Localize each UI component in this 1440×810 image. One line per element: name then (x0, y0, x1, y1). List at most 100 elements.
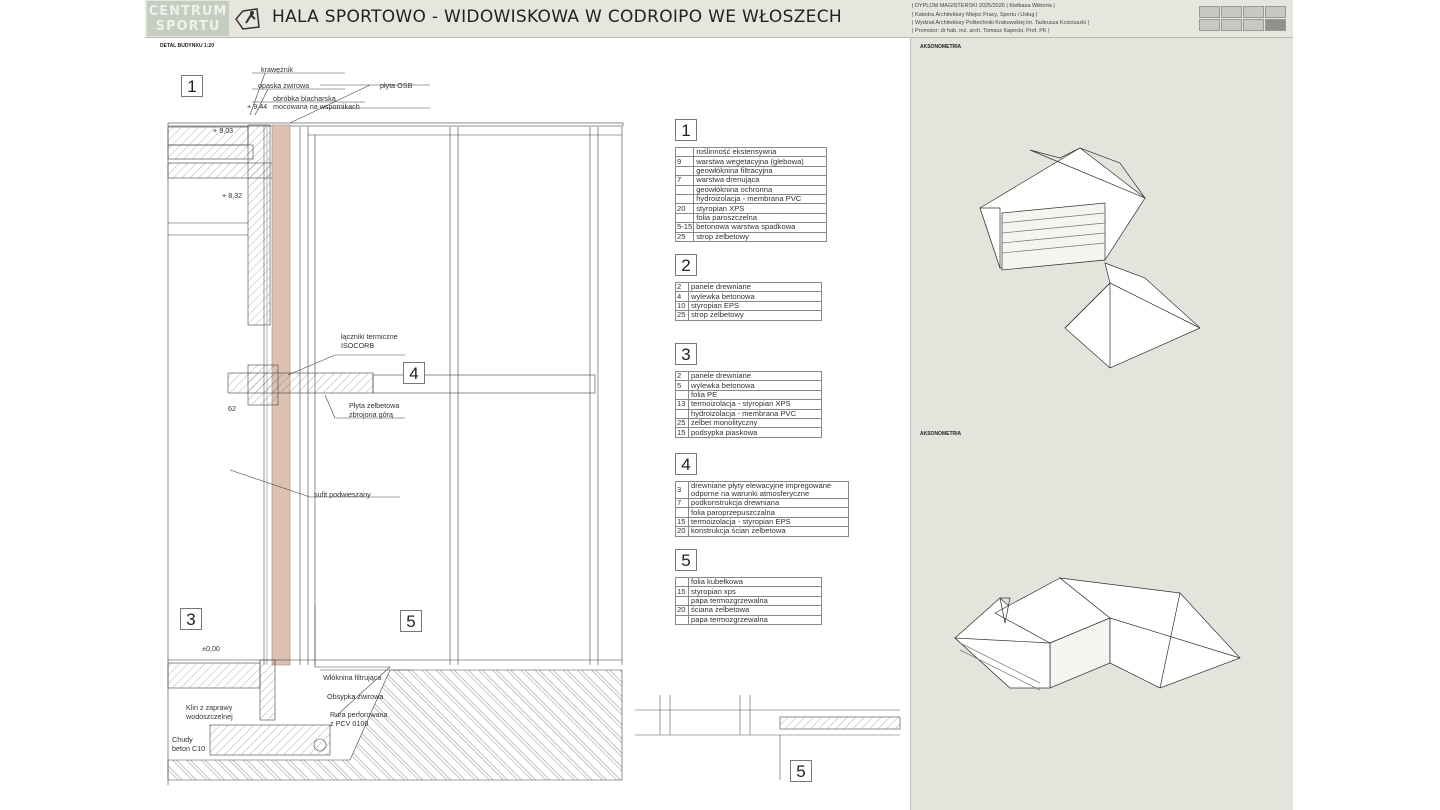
layer-material: hydroizolacja - membrana PVC (693, 193, 828, 205)
axonometry-top (979, 147, 1201, 369)
layer-thickness (675, 389, 689, 401)
table-row: papa termozgrzewalna (675, 595, 822, 607)
layer-material: wylewka betonowa (688, 380, 822, 391)
layer-material: panele drewniane (688, 370, 822, 382)
page-square[interactable] (1199, 19, 1220, 31)
layer-thickness: 25 (675, 417, 689, 429)
table-row: papa termozgrzewalna (675, 614, 822, 625)
page-square[interactable] (1243, 6, 1264, 18)
layer-material: styropian XPS (693, 203, 828, 214)
detail-marker: 4 (403, 362, 425, 384)
page-index (1199, 6, 1286, 31)
detail-marker: 5 (400, 610, 422, 632)
page-square[interactable] (1265, 6, 1286, 18)
layer-material: warstwa drenująca (693, 175, 828, 186)
drawing-label: Włóknina filtrująca (323, 673, 382, 682)
layer-thickness (675, 614, 689, 625)
logo-line-1: CENTRUM (148, 4, 228, 19)
layer-material: folia paroszczelna (693, 212, 828, 224)
sport-emblem-icon (235, 8, 260, 30)
section-title: DETAL BUDYNKU 1:20 (160, 43, 214, 49)
layer-material: roślinność ekstensywna (693, 146, 828, 158)
layer-thickness: 20 (674, 203, 695, 214)
layer-material: papa termozgrzewalna (688, 595, 822, 607)
level-label: + 9,03 (213, 126, 234, 135)
table-row: hydroizolacja - membrana PVC (674, 193, 828, 205)
level-label: + 8,32 (222, 191, 243, 200)
level-label: ±0,00 (202, 644, 220, 653)
logo-line-2: SPORTU (155, 19, 221, 34)
table-row: folia paroprzepuszczalna (675, 507, 849, 518)
layer-material: żelbet monolityczny (688, 417, 822, 429)
page-square[interactable] (1243, 19, 1264, 31)
page-square[interactable] (1221, 19, 1242, 31)
layer-thickness: 25 (675, 310, 689, 321)
layer-material: strop żelbetowy (688, 310, 822, 321)
layer-table-number: 4 (675, 453, 697, 475)
meta-line: | Wydział Architektury Politechniki Krak… (912, 20, 1089, 26)
layer-thickness (675, 595, 689, 607)
header-bar (145, 0, 1293, 38)
layer-thickness (675, 576, 689, 588)
layer-thickness (674, 165, 695, 177)
layer-material: ściana żelbetowa (688, 605, 822, 616)
building-detail-drawing (167, 72, 901, 785)
drawing-label: płyta OSB (380, 81, 413, 90)
axonometry-label: AKSONOMETRIA (920, 44, 962, 50)
layer-material: geowłóknina ochronna (693, 184, 828, 195)
layer-material: styropian EPS (688, 300, 822, 312)
meta-line: | Katedra Architektury Miejsc Pracy, Spo… (912, 12, 1038, 18)
layer-thickness (675, 507, 689, 518)
layer-table-number: 2 (675, 254, 697, 276)
drawing-label: zbrojona górą (349, 410, 393, 419)
meta-line: | DYPLOM MAGISTERSKI 2025/2026 | Kiełbas… (912, 3, 1055, 9)
layer-material: podkonstrukcja drewniana (688, 497, 849, 509)
drawing-label: z PCV 0100 (330, 719, 369, 728)
page-square[interactable] (1221, 6, 1242, 18)
layer-material: styropian xps (688, 586, 822, 597)
layer-thickness: 25 (674, 231, 695, 242)
axonometry-bottom (954, 577, 1241, 691)
level-label: 62 (228, 404, 236, 413)
layer-thickness: 13 (675, 399, 689, 410)
layer-material: drewniane płyty elewacyjne impregowane o… (688, 481, 849, 499)
layer-material: wylewka betonowa (688, 291, 822, 302)
page-square[interactable] (1265, 19, 1286, 31)
page-square[interactable] (1199, 6, 1220, 18)
table-row: folia kubełkowa (675, 576, 822, 588)
layer-material: papa termozgrzewalna (688, 614, 822, 625)
drawing-label: wodoszczelnej (186, 712, 233, 721)
drawing-label: sufit podwieszany (314, 490, 371, 499)
axonometry-label: AKSONOMETRIA (920, 431, 962, 437)
layer-material: termoizolacja - styropian XPS (688, 399, 822, 410)
table-row: hydroizolacja - membrana PVC (675, 408, 822, 419)
layer-material: konstrukcja ścian żelbetowa (688, 526, 849, 537)
layer-material: folia PE (688, 389, 822, 401)
layer-thickness (674, 212, 695, 224)
meta-line: | Promotor: dr hab. inż. arch. Tomasz Ka… (912, 28, 1050, 34)
detail-marker: 1 (181, 75, 203, 97)
page-title: HALA SPORTOWO - WIDOWISKOWA W CODROIPO W… (272, 7, 842, 27)
drawing-label: ISOCORB (341, 341, 375, 350)
layer-material: geowłóknina filtracyjna (693, 165, 828, 177)
layer-thickness: 15 (675, 427, 689, 438)
drawing-label: Obsypka żwirowa (327, 692, 384, 701)
table-row: geowłóknina ochronna (674, 184, 828, 195)
detail-marker: 5 (790, 760, 812, 782)
